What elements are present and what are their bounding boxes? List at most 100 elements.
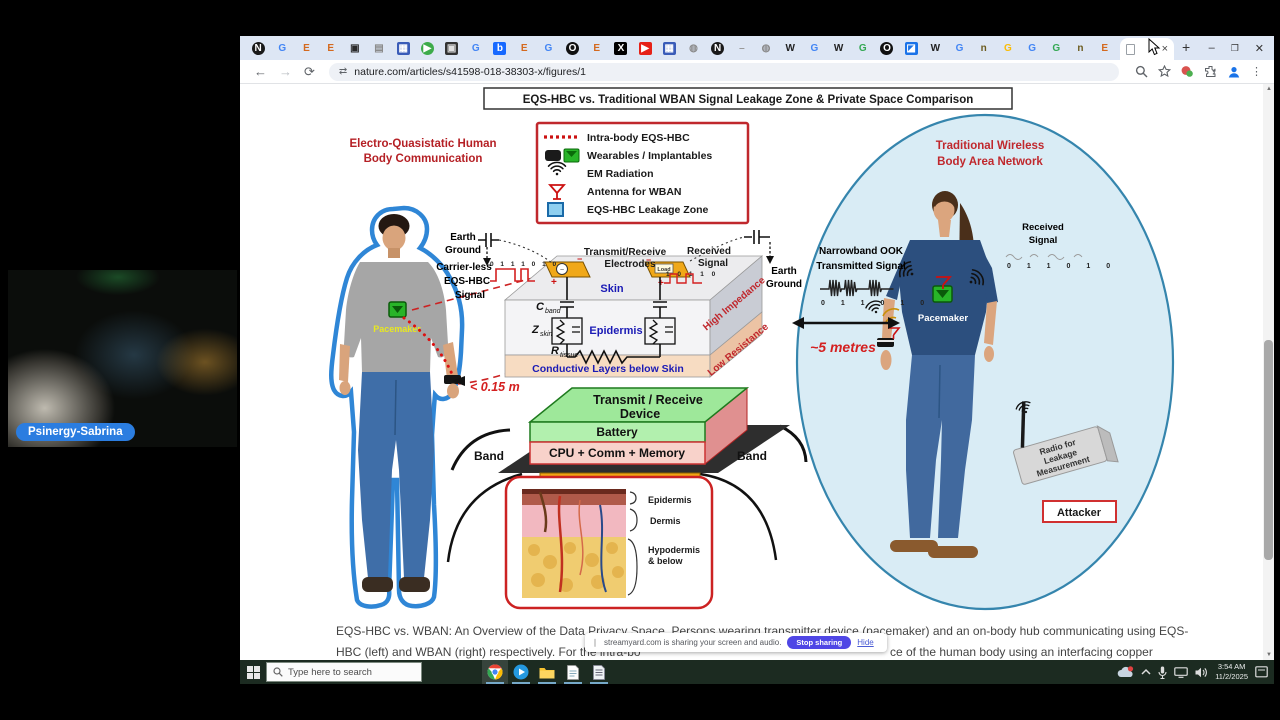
search-placeholder: Type here to search: [288, 666, 372, 678]
speaker-icon[interactable]: [1195, 667, 1208, 678]
window-close-button[interactable]: ✕: [1254, 42, 1264, 55]
forward-icon[interactable]: →: [279, 64, 292, 79]
svg-text:HBC (left) and WBAN (right) re: HBC (left) and WBAN (right) respectively…: [336, 645, 641, 659]
device-stack: Transmit / Receive Device Battery CPU + …: [446, 376, 808, 563]
pinned-tab-icon[interactable]: ◍: [689, 42, 698, 54]
pinned-tab-icon[interactable]: O: [566, 41, 580, 55]
svg-text:CPU + Comm + Memory: CPU + Comm + Memory: [549, 446, 685, 460]
pinned-tab-icon[interactable]: E: [303, 42, 310, 54]
action-center-icon[interactable]: [1255, 666, 1268, 678]
pinned-tab-icon[interactable]: E: [327, 42, 334, 54]
pinned-tab-icon[interactable]: W: [785, 42, 795, 54]
hide-link[interactable]: Hide: [857, 638, 874, 647]
pinned-tab-icon[interactable]: ▦: [396, 41, 410, 55]
svg-text:Antenna for WBAN: Antenna for WBAN: [587, 186, 682, 198]
address-bar[interactable]: ⇄ nature.com/articles/s41598-018-38303-x…: [328, 62, 1119, 81]
microphone-icon[interactable]: [1158, 666, 1167, 679]
pinned-tab-icon[interactable]: G: [955, 42, 964, 54]
windows-taskbar: Type here to search: [240, 660, 1274, 684]
share-message: streamyard.com is sharing your screen an…: [604, 638, 782, 647]
pinned-tab-icon[interactable]: ▶: [638, 41, 652, 55]
pinned-tab-icon[interactable]: n: [980, 42, 987, 54]
site-info-icon[interactable]: ⇄: [338, 66, 348, 77]
pinned-tab-icon[interactable]: ▦: [662, 41, 676, 55]
pinned-tab-icon[interactable]: N: [711, 41, 725, 55]
figure-title: EQS-HBC vs. Traditional WBAN Signal Leak…: [483, 87, 1013, 110]
taskbar-clock[interactable]: 3:54 AM 11/2/2025: [1215, 662, 1248, 682]
participant-name-badge: Psinergy-Sabrina: [16, 423, 135, 441]
streamyard-share-bar: ∥ streamyard.com is sharing your screen …: [585, 633, 887, 652]
svg-text:Signal: Signal: [1029, 235, 1058, 246]
pinned-tab-icon[interactable]: W: [833, 42, 844, 54]
drag-handle-icon[interactable]: ∥: [593, 638, 598, 647]
svg-text:Signal: Signal: [698, 258, 728, 269]
active-tab[interactable]: ×: [1120, 38, 1174, 60]
pinned-tab-icon[interactable]: O: [880, 41, 894, 55]
participant-video[interactable]: Psinergy-Sabrina: [8, 270, 237, 447]
chrome-menu-icon[interactable]: ⋮: [1251, 66, 1262, 78]
stop-sharing-button[interactable]: Stop sharing: [787, 636, 852, 649]
pinned-tab-icon[interactable]: G: [1028, 42, 1036, 54]
pinned-tab-icon[interactable]: N: [251, 41, 265, 55]
pinned-tab-icon[interactable]: ▣: [445, 41, 459, 55]
pinned-tab-icon[interactable]: G: [810, 42, 819, 54]
scrollbar-thumb[interactable]: [1264, 340, 1273, 560]
pinned-tab-icon[interactable]: G: [1004, 42, 1012, 54]
pinned-tab-icon[interactable]: E: [593, 42, 601, 54]
pinned-tab-icon[interactable]: –: [739, 42, 745, 54]
eqs-heading: Electro-Quasistatic Human Body Communica…: [350, 138, 497, 165]
svg-text:EQS-HBC vs. WBAN: An Overview: EQS-HBC vs. WBAN: An Overview of the Dat…: [336, 624, 1188, 638]
svg-text:Narrowband OOK: Narrowband OOK: [819, 246, 904, 257]
page-favicon: [1126, 43, 1135, 55]
svg-text:Electro-Quasistatic Human: Electro-Quasistatic Human: [350, 138, 497, 150]
svg-text:~5 metres: ~5 metres: [810, 339, 876, 355]
start-button[interactable]: [240, 665, 266, 679]
back-icon[interactable]: ←: [254, 64, 267, 79]
zoom-icon[interactable]: [1135, 65, 1148, 78]
received-signal-mid: 1 0 1 1 0: [664, 271, 715, 284]
window-minimize-button[interactable]: –: [1208, 42, 1215, 54]
svg-text:EQS-HBC Leakage Zone: EQS-HBC Leakage Zone: [587, 204, 709, 216]
page-scrollbar[interactable]: ▲ ▼: [1263, 84, 1274, 660]
pacemaker-label: Pacemaker: [918, 313, 968, 324]
pinned-tab-icon[interactable]: X: [614, 41, 628, 55]
svg-text:~: ~: [560, 267, 564, 274]
pinned-tab-icon[interactable]: ▣: [350, 42, 360, 54]
tab-close-icon[interactable]: ×: [1161, 42, 1168, 55]
extensions-puzzle-icon[interactable]: [1204, 65, 1217, 78]
pinned-tab-icon[interactable]: G: [858, 42, 867, 54]
pinned-tab-icon[interactable]: ◪: [904, 41, 918, 55]
pinned-tab-icon[interactable]: b: [493, 41, 507, 55]
tray-expand-chevron-icon[interactable]: [1141, 668, 1151, 676]
taskbar-document-app[interactable]: [586, 660, 612, 684]
taskbar-chrome[interactable]: [482, 660, 508, 684]
new-tab-button[interactable]: +: [1182, 39, 1191, 55]
pinned-tab-icon[interactable]: G: [1052, 42, 1061, 54]
window-maximize-button[interactable]: ❐: [1230, 42, 1239, 53]
pinned-tab-icon[interactable]: G: [544, 42, 553, 54]
taskbar-media-app[interactable]: [508, 660, 534, 684]
pinned-tab-icon[interactable]: G: [278, 42, 287, 54]
pinned-tab-icon[interactable]: ▤: [374, 42, 384, 54]
profile-avatar-icon[interactable]: [1227, 65, 1241, 79]
pinned-tab-icon[interactable]: W: [930, 42, 941, 54]
svg-text:skin: skin: [540, 331, 553, 338]
pinned-tab-icon[interactable]: G: [471, 42, 480, 54]
pinned-tab-icon[interactable]: E: [520, 42, 528, 54]
scroll-down-icon[interactable]: ▼: [1266, 652, 1272, 658]
onedrive-cloud-icon[interactable]: [1117, 665, 1134, 679]
bookmark-star-icon[interactable]: [1158, 65, 1171, 78]
pinned-tab-icon[interactable]: ◍: [761, 42, 771, 54]
pinned-tab-icon[interactable]: ▶: [420, 41, 434, 55]
refresh-icon[interactable]: ⟳: [304, 64, 315, 79]
scroll-up-icon[interactable]: ▲: [1266, 86, 1272, 92]
extension-colored-icon[interactable]: [1181, 65, 1194, 78]
display-network-icon[interactable]: [1174, 666, 1188, 678]
svg-text:+: +: [658, 278, 664, 289]
taskbar-notepad[interactable]: [560, 660, 586, 684]
pinned-tab-icon[interactable]: E: [1101, 42, 1108, 54]
svg-text:Ground: Ground: [766, 279, 802, 290]
pinned-tab-icon[interactable]: n: [1077, 42, 1084, 54]
taskbar-search[interactable]: Type here to search: [266, 662, 422, 682]
taskbar-file-explorer[interactable]: [534, 660, 560, 684]
